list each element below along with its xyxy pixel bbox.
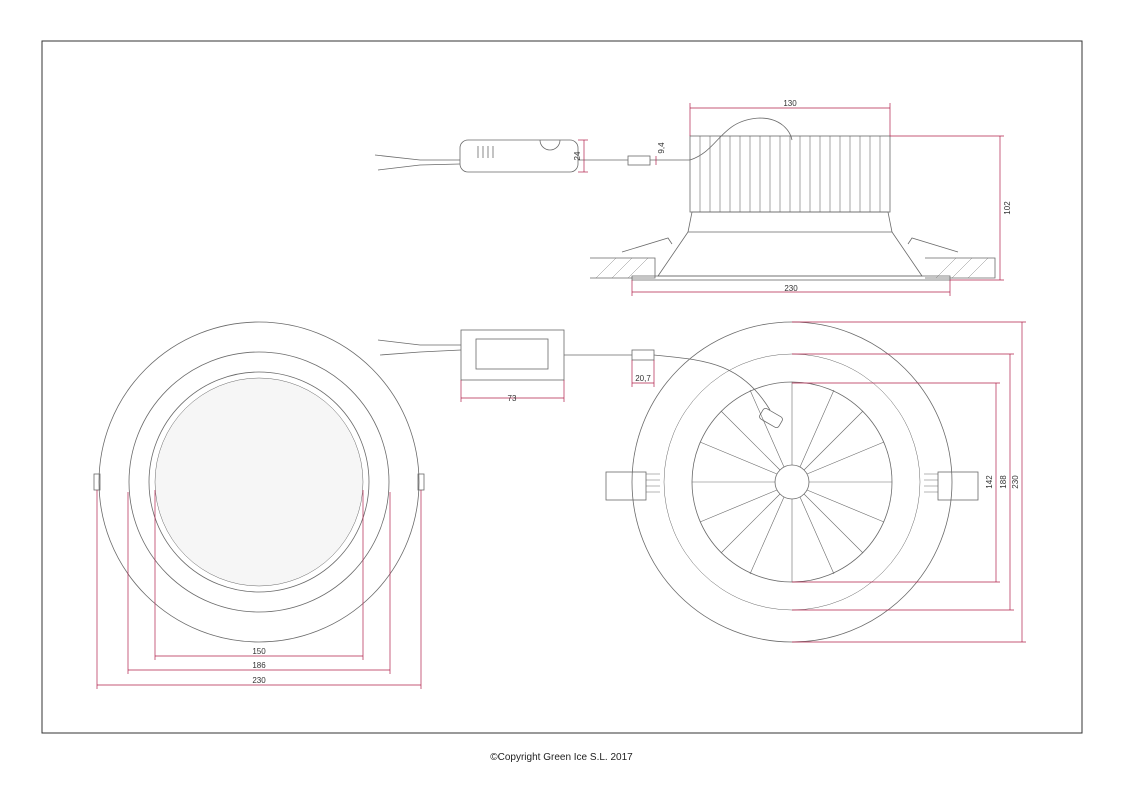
cutout-diameter-label: 186: [252, 661, 266, 670]
ceiling-hatch: [595, 257, 989, 279]
rear-view-dimensions: [460, 321, 1026, 643]
input-cable-2: [377, 163, 461, 171]
rear-view: [377, 321, 979, 643]
driver-height-label: 24: [573, 151, 582, 160]
driver-side: [459, 139, 579, 173]
rear-lamp-cable: [653, 354, 771, 411]
drawing-frame: [41, 40, 1083, 734]
clip-springs: [646, 473, 938, 493]
ceiling-left: [590, 257, 656, 279]
copyright-footer: ©Copyright Green Ice S.L. 2017: [490, 752, 633, 763]
rear-clip-right: [937, 471, 979, 501]
collar: [687, 211, 893, 233]
radial-fins: [692, 382, 892, 582]
inner-diameter-label: 142: [985, 475, 994, 489]
input-cable-1: [374, 154, 460, 161]
driver-length-label: 73: [508, 394, 517, 403]
lamp-cable: [650, 117, 793, 161]
spring-clip-right: [907, 237, 959, 253]
lens-diffuser: [154, 377, 364, 587]
outer-diameter-label: 230: [252, 676, 266, 685]
lamp-terminal: [759, 408, 783, 428]
cutout-ring: [128, 351, 390, 613]
driver-top: [460, 329, 565, 381]
connector: [627, 155, 651, 166]
driver-side-vents: [477, 146, 494, 158]
rear-connector: [631, 349, 655, 361]
rear-clip-left: [605, 471, 647, 501]
lens-diameter-label: 150: [252, 647, 266, 656]
ceiling-right: [925, 257, 996, 279]
lens-ring: [148, 371, 370, 593]
side-width-label: 130: [783, 99, 797, 108]
side-view: [374, 117, 996, 281]
driver-label: [475, 338, 549, 370]
outer-ring: [98, 321, 420, 643]
side-view-dimensions: [578, 103, 1004, 296]
side-base-label: 230: [784, 284, 798, 293]
spring-clip-left: [621, 237, 673, 253]
side-height-label: 102: [1003, 201, 1012, 215]
rear-outer-ring: [631, 321, 953, 643]
front-view: [93, 321, 425, 643]
heatsink-hub: [774, 464, 810, 500]
flange: [631, 275, 951, 281]
rear-input-cable-1: [377, 339, 461, 346]
rear-outer-diameter-label: 230: [1011, 475, 1020, 489]
front-view-dimensions: [96, 490, 422, 689]
middle-diameter-label: 188: [999, 475, 1008, 489]
connector-height-label: 9,4: [657, 142, 666, 154]
heatsink-fins: [699, 136, 881, 212]
reflector-cone: [657, 231, 923, 277]
rear-input-cable-2: [379, 349, 462, 356]
connector-length-label: 20,7: [635, 374, 651, 383]
driver-side-notch: [539, 139, 561, 151]
